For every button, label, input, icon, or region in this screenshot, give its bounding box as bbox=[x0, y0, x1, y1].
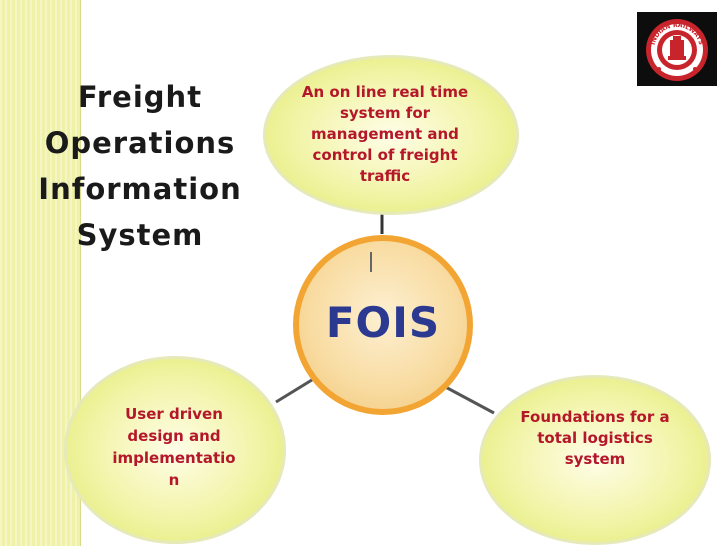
title-line-3: Information bbox=[38, 172, 242, 206]
node-left-line-4: n bbox=[168, 471, 180, 489]
node-top-line-3: management and bbox=[311, 125, 459, 143]
center-circle bbox=[293, 235, 473, 415]
decorative-side-bar bbox=[0, 0, 81, 546]
center-label: FOIS bbox=[325, 298, 441, 347]
node-right-line-2: total logistics bbox=[537, 429, 653, 447]
connector-right bbox=[437, 381, 495, 415]
node-top-line-2: system for bbox=[339, 104, 431, 122]
indian-railways-logo: INDIAN RAILWAYS bbox=[637, 12, 717, 86]
node-top-ellipse bbox=[263, 55, 519, 215]
node-top-line-4: control of freight bbox=[312, 146, 458, 164]
node-left-line-1: User driven bbox=[125, 405, 223, 423]
title-line-4: System bbox=[76, 218, 204, 252]
title-line-2: Operations bbox=[44, 126, 236, 160]
node-top-text: An on line real time system for manageme… bbox=[275, 82, 495, 187]
node-right-line-1: Foundations for a bbox=[520, 408, 670, 426]
node-right-text: Foundations for a total logistics system bbox=[505, 407, 685, 470]
node-top-line-5: traffic bbox=[359, 167, 411, 185]
title-line-1: Freight bbox=[77, 80, 203, 114]
center-tick-mark bbox=[370, 252, 372, 272]
node-left-line-2: design and bbox=[127, 427, 221, 445]
node-top-line-1: An on line real time bbox=[301, 83, 469, 101]
indian-railways-emblem-icon: INDIAN RAILWAYS bbox=[646, 19, 708, 81]
slide-title: Freight Operations Information System bbox=[30, 74, 250, 258]
node-right-line-3: system bbox=[564, 450, 626, 468]
node-left-text: User driven design and implementatio n bbox=[94, 403, 254, 491]
node-right-ellipse bbox=[479, 375, 711, 545]
node-left-ellipse bbox=[64, 356, 286, 544]
node-left-line-3: implementatio bbox=[112, 449, 236, 467]
